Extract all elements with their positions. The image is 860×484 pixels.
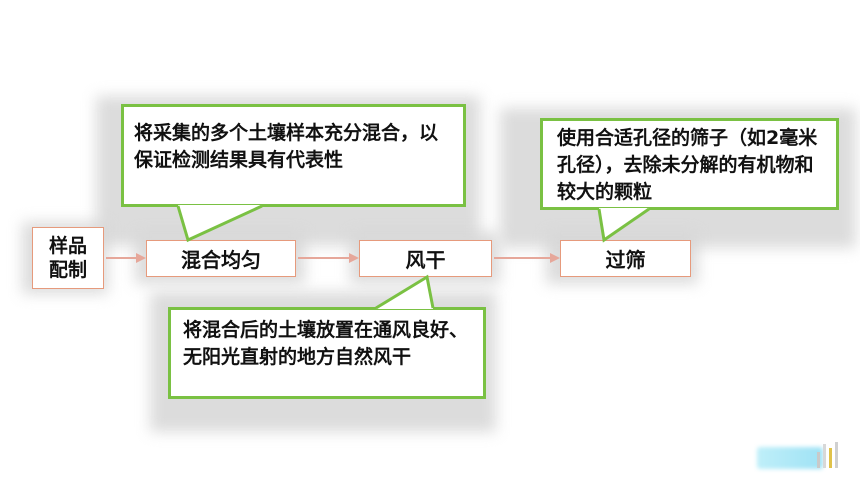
callout-dry-pointer-outline: [375, 274, 435, 310]
callout-mix-evenly: 将采集的多个土壤样本充分混合，以保证检测结果具有代表性: [121, 104, 466, 207]
watermark-logo: [757, 447, 823, 469]
step-sample-preparation: 样品 配制: [32, 227, 104, 289]
arrow-mix-to-dry: [298, 253, 359, 263]
callout-sieve-pointer-outline: [597, 207, 650, 243]
watermark-logo-icon: [817, 442, 838, 468]
step-mix-evenly: 混合均匀: [146, 240, 296, 277]
step-sieve: 过筛: [560, 240, 691, 277]
arrow-sample-to-mix: [106, 253, 146, 263]
arrow-dry-to-sieve: [494, 253, 560, 263]
callout-mix-pointer-outline: [176, 204, 263, 243]
callout-mix-pointer: [178, 205, 262, 240]
callout-sieve: 使用合适孔径的筛子（如2毫米孔径），去除未分解的有机物和较大的颗粒: [540, 118, 839, 210]
step-air-dry: 风干: [359, 240, 492, 277]
callout-air-dry: 将混合后的土壤放置在通风良好、无阳光直射的地方自然风干: [168, 307, 486, 399]
